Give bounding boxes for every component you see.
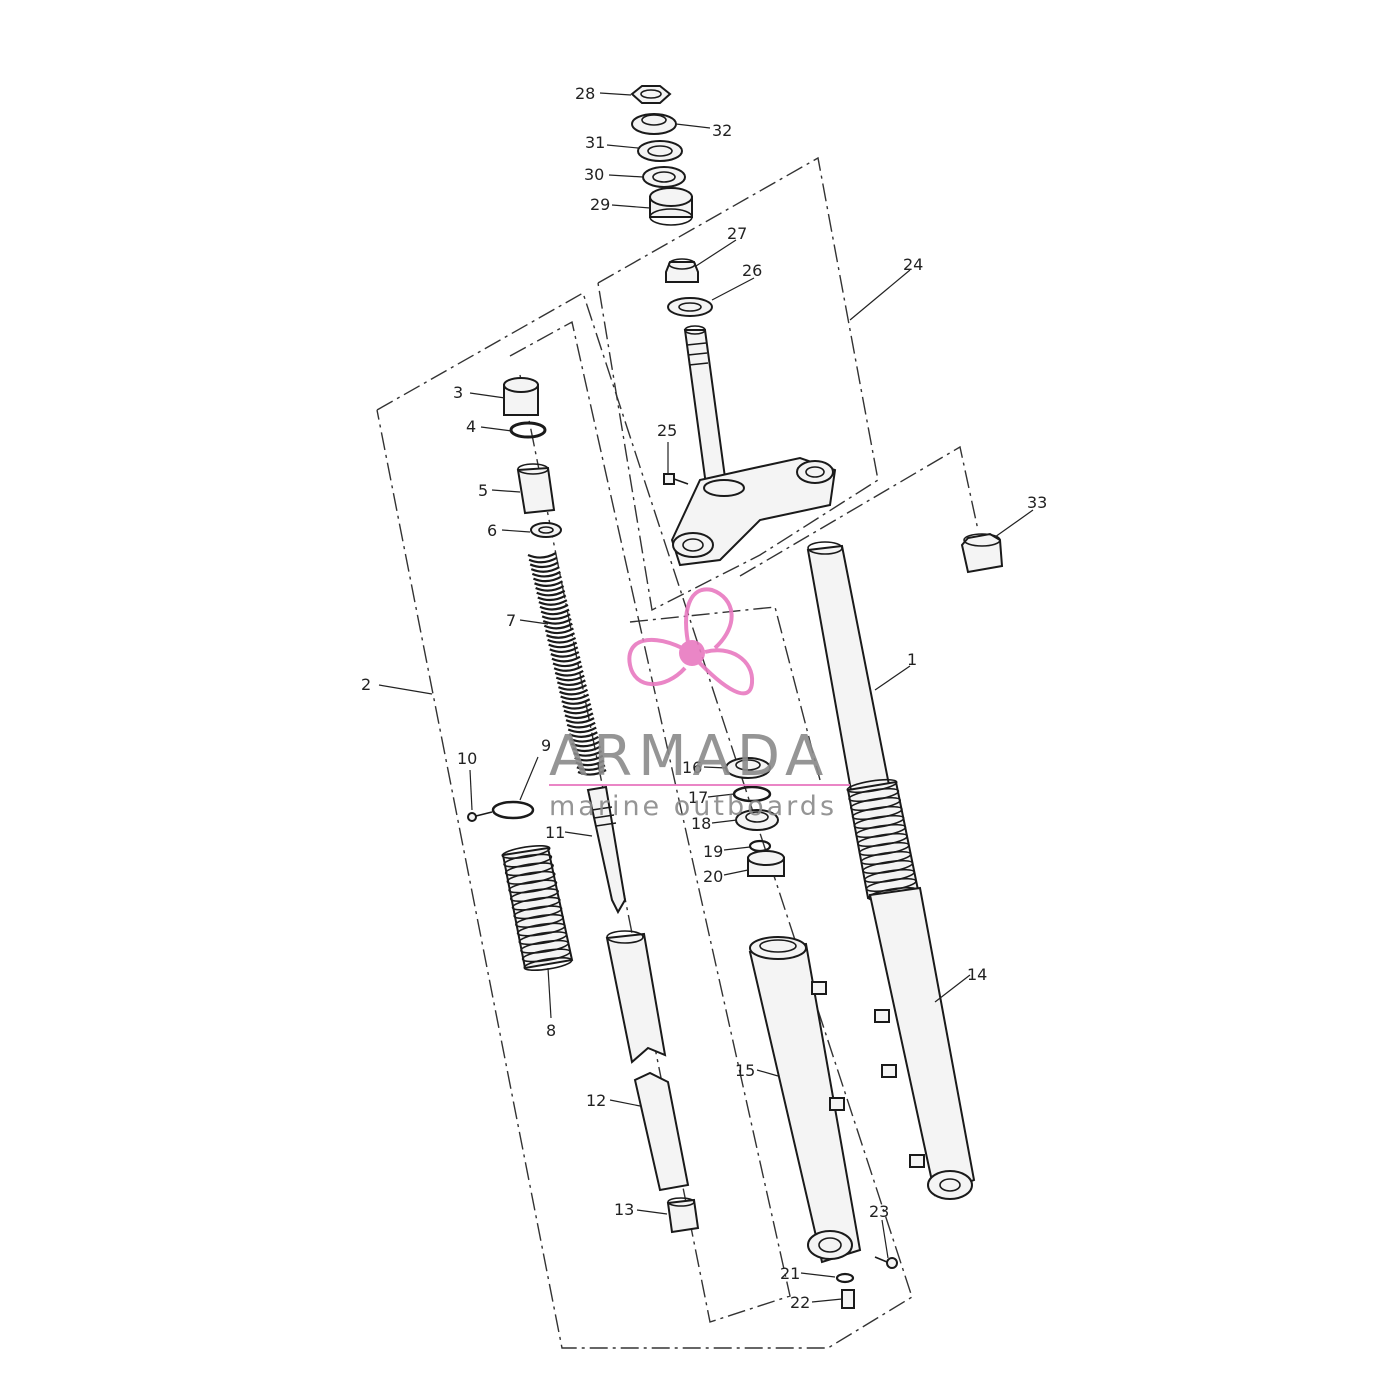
callout-16: 16 (682, 758, 702, 777)
callout-19: 19 (703, 842, 723, 861)
callout-20: 20 (703, 867, 723, 886)
leader-lines (378, 92, 1034, 1303)
part-20-bush (747, 850, 785, 877)
callout-8: 8 (546, 1021, 556, 1040)
callout-6: 6 (487, 521, 497, 540)
callout-25: 25 (657, 421, 677, 440)
armada-watermark: ARMADA marine outboards (549, 587, 850, 822)
part-27-seal (665, 258, 699, 283)
phantom-group-2 (376, 291, 913, 1349)
callout-9: 9 (541, 736, 551, 755)
callout-32: 32 (712, 121, 732, 140)
part-14-boot (846, 778, 920, 902)
callout-5: 5 (478, 481, 488, 500)
part-22-bolt (841, 1289, 855, 1309)
callout-7: 7 (506, 611, 516, 630)
callout-30: 30 (584, 165, 604, 184)
part-32-adjuster (631, 113, 677, 135)
watermark-tagline: marine outboards (549, 791, 837, 822)
callout-18: 18 (691, 814, 711, 833)
callout-24: 24 (903, 255, 923, 274)
callout-22: 22 (790, 1293, 810, 1312)
phantom-group-24 (597, 156, 879, 612)
callout-29: 29 (590, 195, 610, 214)
callout-15: 15 (735, 1061, 755, 1080)
phantom-group-seals (629, 606, 821, 781)
part-5-spacer (516, 463, 556, 515)
part-28-nut (630, 85, 672, 104)
part-29-race (649, 187, 693, 226)
callout-23: 23 (869, 1202, 889, 1221)
callout-21: 21 (780, 1264, 800, 1283)
callout-28: 28 (575, 84, 595, 103)
callout-17: 17 (688, 788, 708, 807)
propeller-logo-icon (627, 587, 755, 696)
part-24-steering-stem (670, 325, 837, 567)
part-11-damper-rod (586, 785, 627, 915)
callout-27: 27 (727, 224, 747, 243)
part-7-spring (527, 552, 607, 776)
part-15-slider (748, 936, 862, 1264)
part-33-cap (960, 532, 1004, 574)
part-9-clamp (491, 800, 535, 820)
callout-1: 1 (907, 650, 917, 669)
part-10-screw (467, 811, 493, 822)
part-4-o-ring (509, 421, 547, 439)
callout-10: 10 (457, 749, 477, 768)
part-25-bolt (663, 473, 689, 485)
callout-3: 3 (453, 383, 463, 402)
callout-13: 13 (614, 1200, 634, 1219)
callout-12: 12 (586, 1091, 606, 1110)
part-13-bush (666, 1197, 700, 1234)
callout-33: 33 (1027, 493, 1047, 512)
part-21-washer (835, 1272, 855, 1284)
part-19-washer (748, 839, 772, 853)
part-31-washer (637, 140, 683, 162)
part-14-slider (868, 886, 976, 1200)
callout-11: 11 (545, 823, 565, 842)
callout-4: 4 (466, 417, 476, 436)
part-23-bolt (874, 1256, 898, 1269)
callout-labels: 1 2 3 4 5 6 7 8 9 10 11 12 13 14 15 16 1… (361, 84, 1047, 1312)
callout-2: 2 (361, 675, 371, 694)
callout-31: 31 (585, 133, 605, 152)
part-3-cap-bolt (503, 377, 539, 416)
callout-14: 14 (967, 965, 987, 984)
part-12-tube (605, 930, 690, 1192)
watermark-brand: ARMADA (549, 724, 829, 789)
part-30-bearing (642, 166, 686, 188)
callout-26: 26 (742, 261, 762, 280)
part-8-boot (501, 844, 574, 972)
phantom-group-33 (739, 445, 979, 577)
part-26-bearing (667, 297, 713, 317)
part-6-washer (530, 522, 562, 538)
